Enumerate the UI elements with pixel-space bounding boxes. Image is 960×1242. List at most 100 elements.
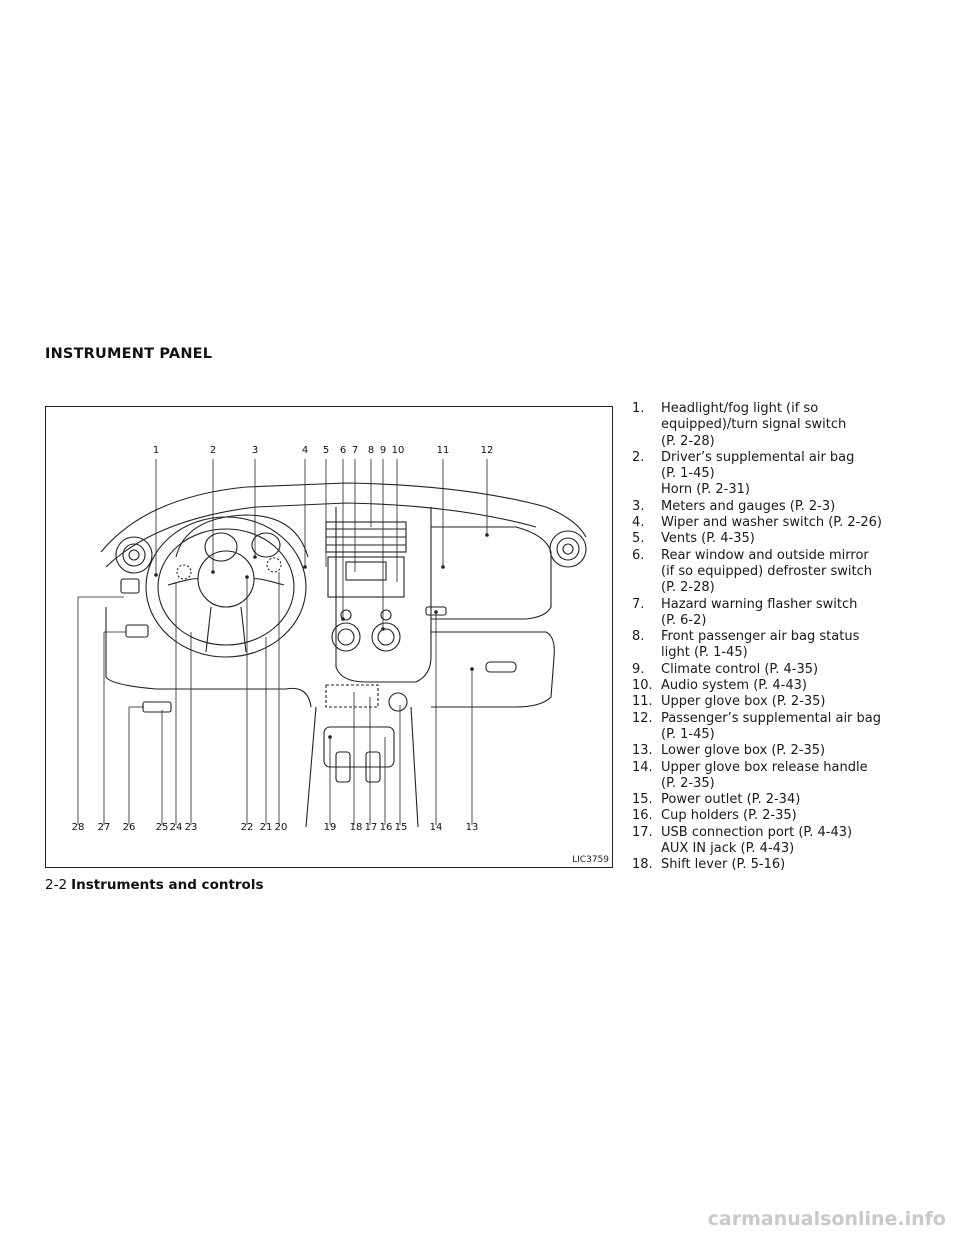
legend-num: 15. [632, 792, 653, 808]
legend-num: 17. [632, 824, 653, 840]
callout-top-9: 9 [379, 445, 387, 456]
legend-line: light (P. 1-45) [661, 645, 748, 661]
legend-num: 5. [632, 531, 645, 547]
legend-text: Wiper and washer switch (P. 2-26) [661, 515, 932, 531]
legend-line: Cup holders (P. 2-35) [661, 808, 797, 824]
legend-text: Vents (P. 4-35) [661, 531, 932, 547]
callout-bottom-20: 20 [274, 822, 288, 833]
legend-line: Driver’s supplemental air bag [661, 449, 855, 465]
legend-line: Passenger’s supplemental air bag [661, 710, 881, 726]
callout-top-2: 2 [209, 445, 217, 456]
legend-item: 13. Lower glove box (P. 2-35) [632, 743, 932, 759]
legend-num: 14. [632, 759, 653, 775]
steering-wheel [145, 516, 307, 658]
legend-item: 18. Shift lever (P. 5-16) [632, 857, 932, 873]
legend-line: Audio system (P. 4-43) [661, 678, 807, 694]
callout-top-11: 11 [436, 445, 450, 456]
legend-text: Lower glove box (P. 2-35) [661, 743, 932, 759]
legend-text: Front passenger air bag status light (P.… [661, 629, 932, 662]
instrument-panel-figure: 1 2 3 4 5 6 7 8 9 10 11 12 28 27 26 25 2… [45, 406, 613, 868]
center-stack [335, 507, 432, 683]
legend-line: Wiper and washer switch (P. 2-26) [661, 515, 882, 531]
callout-bottom-23: 23 [184, 822, 198, 833]
legend-line: Shift lever (P. 5-16) [661, 857, 786, 873]
legend-num: 12. [632, 710, 653, 726]
callout-top-4: 4 [301, 445, 309, 456]
legend-line: Meters and gauges (P. 2-3) [661, 498, 836, 514]
legend-line: Upper glove box release handle [661, 759, 868, 775]
legend-num: 4. [632, 515, 645, 531]
legend-line: (P. 1-45) [661, 726, 715, 742]
legend-num: 18. [632, 857, 653, 873]
legend-item: 8. Front passenger air bag status light … [632, 629, 932, 662]
callout-bottom-19: 19 [323, 822, 337, 833]
legend-line: (P. 2-28) [661, 433, 715, 449]
legend-text: Climate control (P. 4-35) [661, 662, 932, 678]
callout-top-10: 10 [391, 445, 405, 456]
callout-top-6: 6 [339, 445, 347, 456]
legend-line: Headlight/fog light (if so [661, 401, 819, 416]
legend-line: Climate control (P. 4-35) [661, 661, 819, 677]
legend-text: Upper glove box (P. 2-35) [661, 694, 932, 710]
callout-bottom-22: 22 [240, 822, 254, 833]
legend-num: 3. [632, 498, 645, 514]
legend-text: Cup holders (P. 2-35) [661, 808, 932, 824]
legend-item: 4. Wiper and washer switch (P. 2-26) [632, 515, 932, 531]
legend-num: 1. [632, 401, 645, 416]
page-number: 2-2 [45, 877, 68, 893]
legend-num: 11. [632, 694, 653, 710]
legend-line: Rear window and outside mirror [661, 547, 869, 563]
chapter-title: Instruments and controls [71, 877, 264, 893]
legend-text: Meters and gauges (P. 2-3) [661, 499, 932, 515]
legend-item: 6. Rear window and outside mirror (if so… [632, 548, 932, 597]
callout-top-7: 7 [351, 445, 359, 456]
legend-num: 2. [632, 449, 645, 465]
legend-text: Hazard warning flasher switch (P. 6-2) [661, 597, 932, 630]
callout-bottom-21: 21 [259, 822, 273, 833]
callout-bottom-16: 16 [379, 822, 393, 833]
legend-item: 9. Climate control (P. 4-35) [632, 662, 932, 678]
legend-item: 15. Power outlet (P. 2-34) [632, 792, 932, 808]
callout-top-3: 3 [251, 445, 259, 456]
legend-num: 9. [632, 661, 645, 677]
callout-top-8: 8 [367, 445, 375, 456]
legend-item: 2. Driver’s supplemental air bag (P. 1-4… [632, 450, 932, 499]
section-title: INSTRUMENT PANEL [45, 346, 213, 362]
legend-line: USB connection port (P. 4-43) [661, 824, 853, 840]
legend-line: (P. 2-35) [661, 775, 715, 791]
legend-text: Audio system (P. 4-43) [661, 678, 932, 694]
legend-num: 7. [632, 596, 645, 612]
legend-line: Horn (P. 2-31) [661, 482, 750, 498]
callout-bottom-14: 14 [429, 822, 443, 833]
legend-text: Rear window and outside mirror (if so eq… [661, 548, 932, 597]
left-vent-circle [115, 536, 153, 574]
callout-top-5: 5 [322, 445, 330, 456]
callout-top-12: 12 [480, 445, 494, 456]
legend-line: AUX IN jack (P. 4-43) [661, 841, 795, 857]
legend-line: (P. 6-2) [661, 612, 707, 628]
upper-glove-box [431, 526, 552, 620]
legend-item: 16. Cup holders (P. 2-35) [632, 808, 932, 824]
audio-unit [327, 556, 405, 598]
legend-text: Headlight/fog light (if so equipped)/tur… [661, 401, 932, 450]
callout-bottom-17: 17 [364, 822, 378, 833]
callout-bottom-24: 24 [169, 822, 183, 833]
legend-num: 6. [632, 547, 645, 563]
watermark: carmanualsonline.info [707, 1208, 946, 1230]
legend-line: Vents (P. 4-35) [661, 531, 755, 547]
callout-bottom-25: 25 [155, 822, 169, 833]
legend-text: Power outlet (P. 2-34) [661, 792, 932, 808]
legend-line: Power outlet (P. 2-34) [661, 792, 801, 808]
legend-item: 14. Upper glove box release handle (P. 2… [632, 760, 932, 793]
callout-top-1: 1 [152, 445, 160, 456]
callout-bottom-28: 28 [71, 822, 85, 833]
legend-text: Upper glove box release handle (P. 2-35) [661, 760, 932, 793]
legend-item: 7. Hazard warning flasher switch (P. 6-2… [632, 597, 932, 630]
legend-text: USB connection port (P. 4-43) AUX IN jac… [661, 825, 932, 858]
callout-bottom-26: 26 [122, 822, 136, 833]
lower-glove-box [431, 631, 555, 708]
legend-item: 12. Passenger’s supplemental air bag (P.… [632, 711, 932, 744]
legend-num: 10. [632, 678, 653, 694]
callout-bottom-13: 13 [465, 822, 479, 833]
